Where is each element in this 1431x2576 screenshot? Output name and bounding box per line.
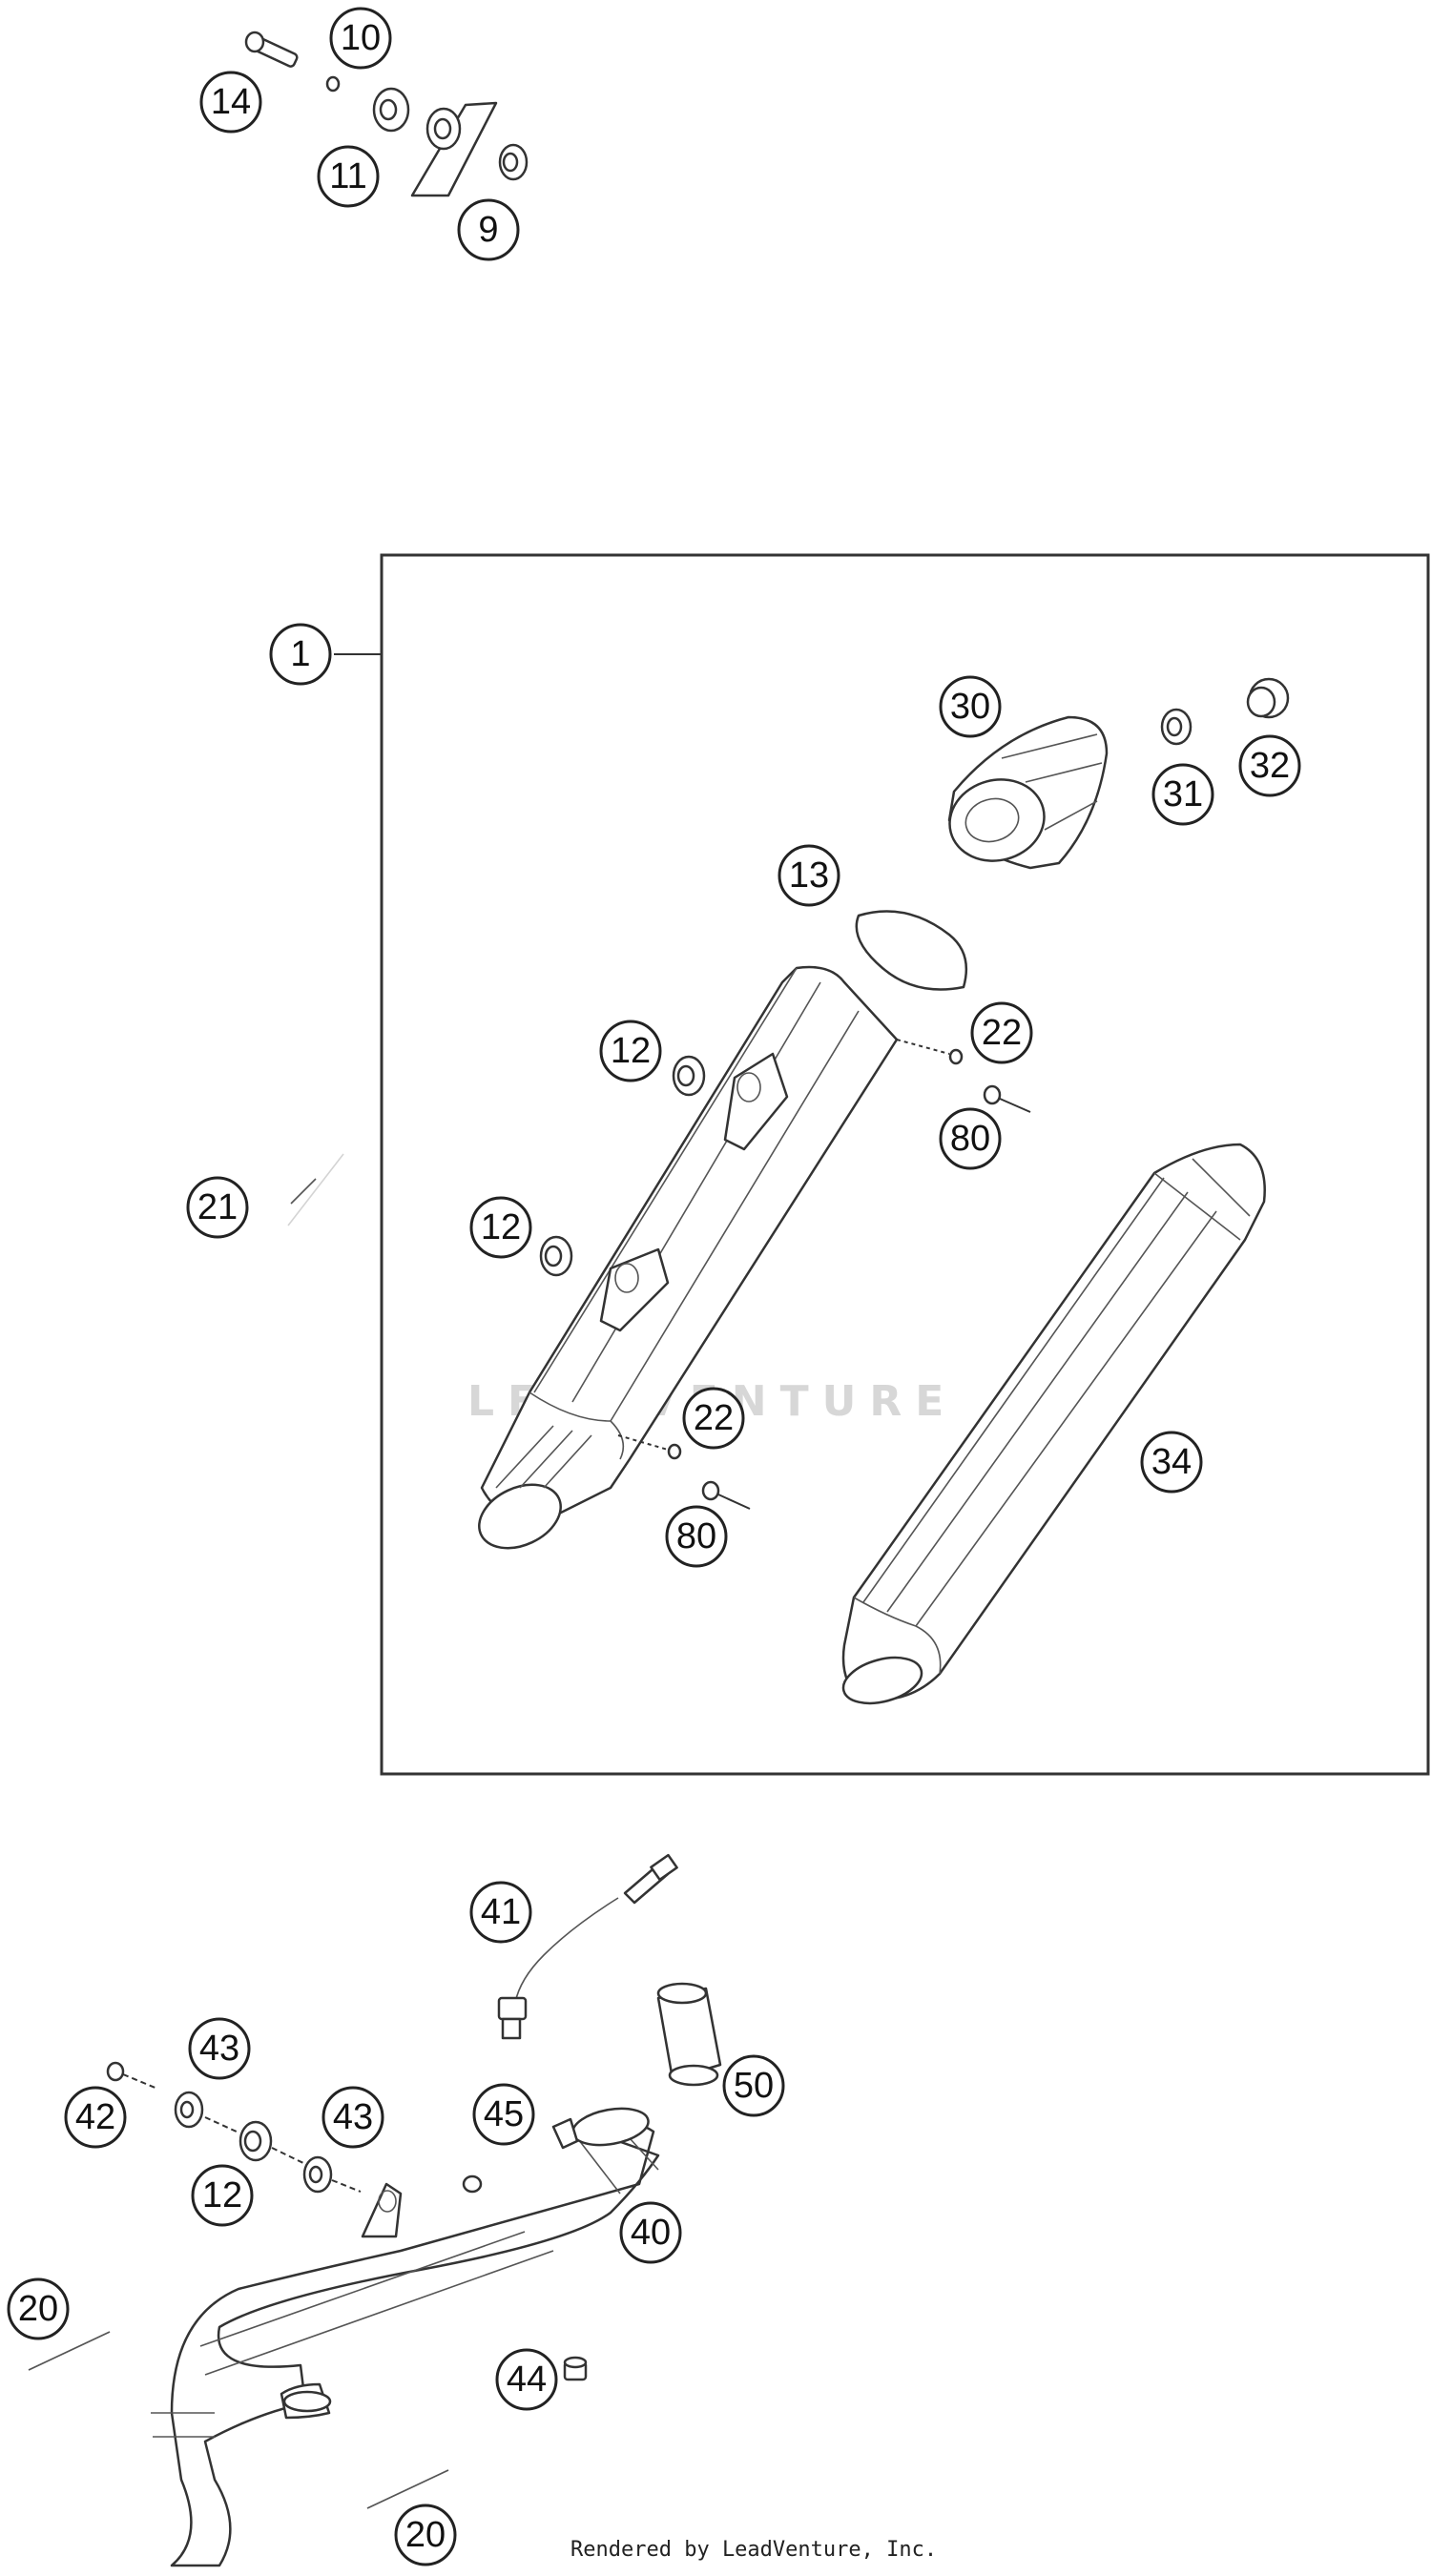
spring-coil	[366, 2469, 449, 2509]
callout-43: 43	[321, 2086, 384, 2149]
grommet-part	[672, 1055, 706, 1097]
svg-text:50: 50	[734, 2066, 774, 2106]
callout-41: 41	[469, 1881, 532, 1944]
grommet-part	[498, 143, 529, 181]
washer-part	[372, 87, 410, 133]
callout-13: 13	[778, 844, 840, 907]
svg-text:12: 12	[202, 2175, 242, 2215]
adapter-pipe-part	[656, 1982, 722, 2087]
insert-nut-part	[1160, 708, 1192, 746]
callout-80: 80	[665, 1505, 728, 1568]
small-washer-part	[325, 75, 341, 93]
callout-1: 1	[269, 623, 332, 686]
svg-text:10: 10	[341, 18, 381, 58]
callout-10: 10	[329, 7, 392, 70]
callout-12: 12	[599, 1020, 662, 1082]
svg-text:12: 12	[481, 1207, 521, 1247]
callout-31: 31	[1151, 763, 1214, 826]
callout-20: 20	[7, 2277, 70, 2340]
svg-text:80: 80	[950, 1119, 990, 1159]
svg-text:12: 12	[611, 1031, 651, 1071]
svg-text:22: 22	[982, 1013, 1022, 1053]
washer-part	[174, 2091, 204, 2129]
callout-14: 14	[199, 71, 262, 134]
callout-12: 12	[191, 2164, 254, 2227]
sleeve-part	[1246, 677, 1290, 719]
svg-text:80: 80	[676, 1516, 716, 1556]
svg-text:31: 31	[1163, 774, 1203, 814]
washer-part	[302, 2155, 333, 2194]
clip-part	[551, 2117, 579, 2150]
svg-text:44: 44	[507, 2360, 547, 2400]
svg-text:13: 13	[789, 855, 829, 896]
mounting-hardware-group	[244, 31, 529, 197]
svg-text:22: 22	[694, 1398, 734, 1438]
silencer-kit-frame	[380, 553, 1430, 1776]
callout-42: 42	[64, 2086, 127, 2149]
bracket-part	[410, 101, 498, 197]
bolt-part	[244, 31, 299, 68]
callout-43: 43	[188, 2017, 251, 2080]
callout-44: 44	[495, 2348, 558, 2411]
svg-text:20: 20	[18, 2289, 58, 2329]
svg-text:41: 41	[481, 1892, 521, 1932]
svg-text:1: 1	[290, 634, 310, 674]
gasket-ring-part	[855, 910, 968, 991]
svg-text:42: 42	[75, 2097, 115, 2137]
spring-part	[287, 1153, 344, 1226]
callout-20: 20	[394, 2504, 457, 2566]
svg-text:9: 9	[478, 210, 498, 250]
grommet-part	[238, 2120, 273, 2162]
svg-text:45: 45	[484, 2094, 524, 2134]
screw-part	[667, 1443, 682, 1460]
rivet-part	[701, 1480, 751, 1510]
svg-text:43: 43	[199, 2029, 239, 2069]
screw-part	[948, 1048, 964, 1065]
svg-text:43: 43	[333, 2097, 373, 2137]
lambda-sensor-part	[497, 1853, 678, 2040]
rivet-part	[983, 1084, 1031, 1113]
callout-22: 22	[682, 1387, 745, 1450]
callout-11: 11	[317, 145, 380, 208]
callout-50: 50	[722, 2054, 785, 2117]
svg-text:11: 11	[329, 156, 366, 196]
header-pipe-part	[151, 2107, 660, 2567]
bolt-part	[106, 2061, 158, 2090]
end-cap-part	[947, 715, 1109, 870]
svg-text:32: 32	[1250, 746, 1290, 786]
callout-22: 22	[970, 1001, 1033, 1064]
spring-coil	[28, 2331, 111, 2371]
callout-80: 80	[939, 1107, 1002, 1170]
svg-text:21: 21	[197, 1187, 238, 1227]
callout-34: 34	[1140, 1431, 1203, 1494]
callout-30: 30	[939, 675, 1002, 738]
callout-32: 32	[1238, 734, 1301, 797]
svg-text:40: 40	[631, 2213, 671, 2253]
callout-45: 45	[472, 2083, 535, 2146]
svg-text:34: 34	[1151, 1442, 1192, 1482]
footer-credit: Rendered by LeadVenture, Inc.	[570, 2538, 937, 2562]
svg-text:14: 14	[211, 82, 251, 122]
callout-21: 21	[186, 1176, 249, 1239]
plug-part	[563, 2356, 588, 2381]
callout-12: 12	[469, 1196, 532, 1259]
svg-text:30: 30	[950, 687, 990, 727]
silencer-body-part	[478, 965, 899, 1550]
grommet-part	[539, 1235, 573, 1277]
callout-40: 40	[619, 2201, 682, 2264]
svg-text:20: 20	[405, 2515, 446, 2555]
callout-9: 9	[457, 198, 520, 261]
silencer-sleeve-part	[841, 1143, 1266, 1705]
